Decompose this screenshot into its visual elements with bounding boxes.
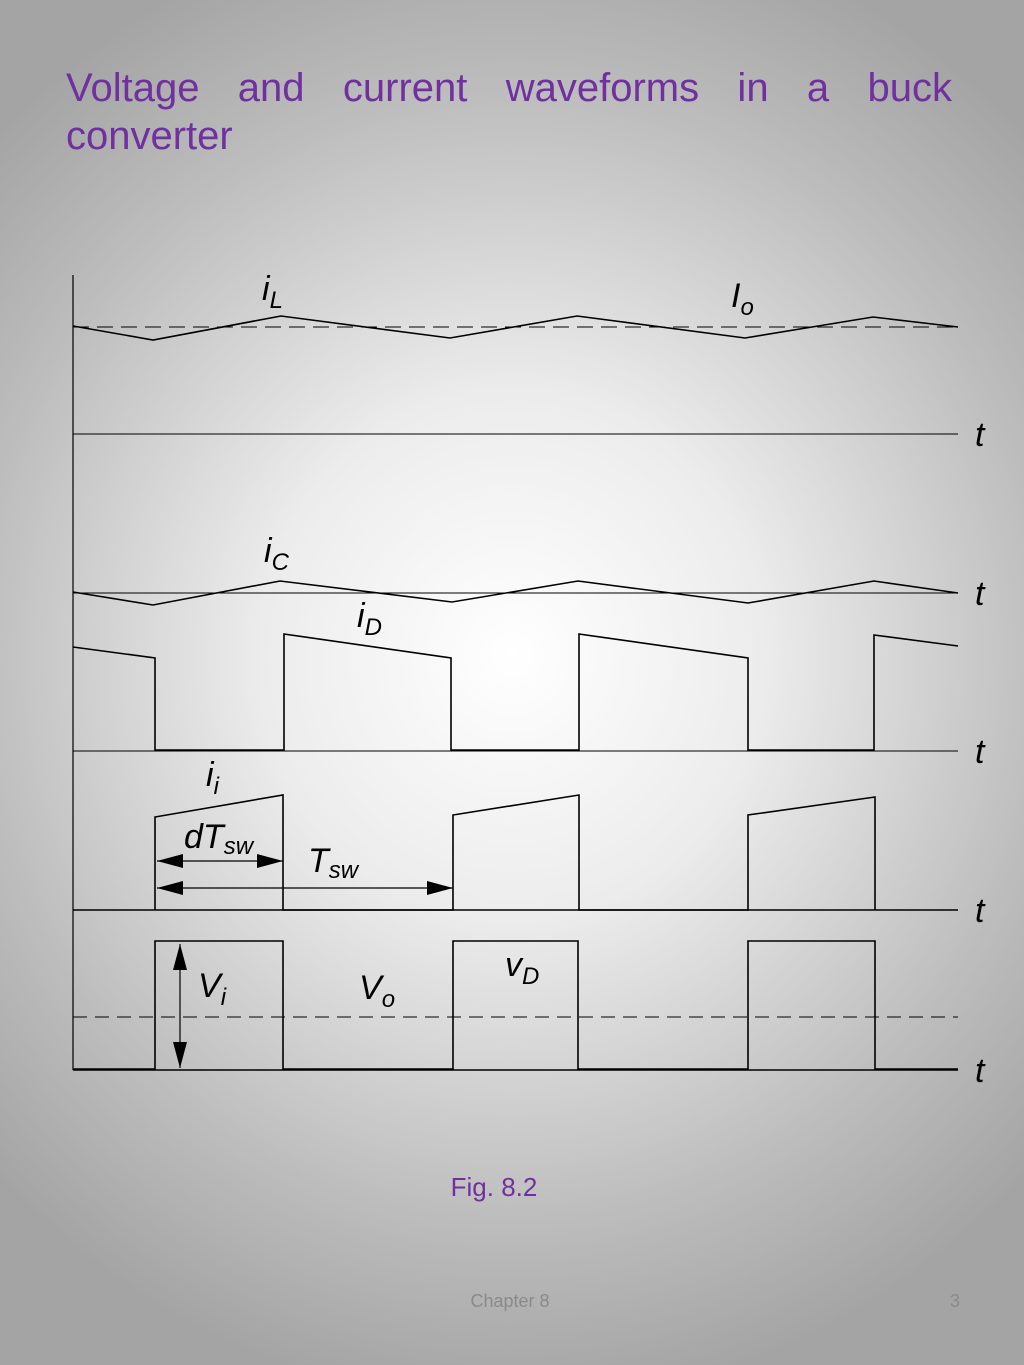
t-axis-label-ic: t — [975, 575, 986, 613]
slide-title: Voltage and current waveforms in a buck … — [66, 66, 952, 158]
vd-label: vD — [505, 946, 539, 990]
footer-chapter: Chapter 8 — [470, 1291, 550, 1311]
page-number: 3 — [949, 1291, 960, 1311]
ii-label: ii — [206, 756, 220, 800]
t-axis-label-id: t — [975, 733, 986, 771]
ii-waveform — [154, 794, 876, 911]
tsw-label: Tsw — [308, 842, 360, 884]
t-axis-label-il: t — [975, 416, 986, 454]
vd-waveform — [73, 940, 958, 1070]
figure-caption-text: Fig. 8.2 — [450, 1172, 538, 1202]
ic-waveform — [72, 580, 959, 606]
io-label: Io — [731, 277, 754, 321]
t-axis-label-ii: t — [975, 892, 986, 930]
id-waveform — [72, 633, 959, 751]
vo-label: Vo — [359, 969, 395, 1013]
il-waveform — [72, 315, 959, 341]
vi-label: Vi — [198, 967, 227, 1011]
id-label: iD — [357, 597, 382, 641]
ic-label: iC — [264, 532, 290, 576]
dtsw-label: dTsw — [184, 818, 255, 860]
t-axis-label-vd: t — [975, 1052, 986, 1090]
figure-caption: Fig. 8.2 — [0, 1172, 1024, 1203]
il-label: iL — [262, 270, 283, 314]
